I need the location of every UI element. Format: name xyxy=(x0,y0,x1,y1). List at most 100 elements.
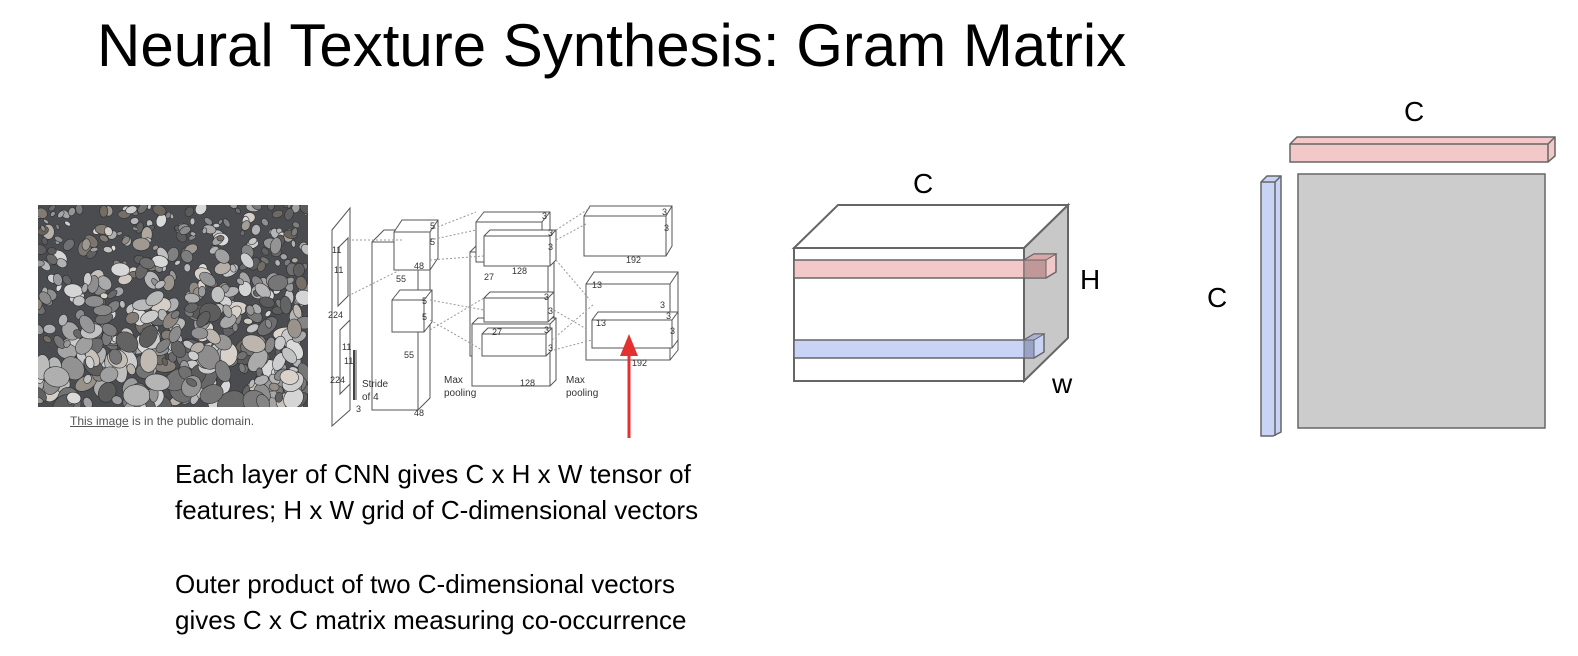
pebble xyxy=(81,283,89,293)
pebble xyxy=(270,237,282,255)
paragraph-line: gives C x C matrix measuring co-occurren… xyxy=(175,605,687,635)
pebble xyxy=(57,210,65,219)
pebble xyxy=(219,314,237,329)
pebble xyxy=(82,397,93,407)
pebble xyxy=(38,298,43,310)
pebble xyxy=(132,237,151,252)
pebble xyxy=(239,230,246,237)
pebble xyxy=(62,275,72,285)
feature-tensor-diagram xyxy=(791,202,1071,384)
cnn-label: Stride xyxy=(362,379,389,390)
explanation-paragraph-1: Each layer of CNN gives C x H x W tensor… xyxy=(175,456,698,528)
cnn-label: 128 xyxy=(512,266,527,276)
pebble xyxy=(38,207,48,219)
pebble xyxy=(240,252,254,269)
cnn-label: 128 xyxy=(520,378,535,388)
cnn-label: 3 xyxy=(670,326,675,336)
pebble xyxy=(140,310,159,324)
pebble xyxy=(125,311,140,325)
pebble xyxy=(111,395,123,405)
pebble xyxy=(203,217,213,226)
pebble xyxy=(38,291,52,305)
cnn-label: Max xyxy=(444,375,463,386)
pebble xyxy=(38,396,44,404)
gram-label-c-left: C xyxy=(1207,282,1228,313)
pebble xyxy=(151,255,169,268)
pebble xyxy=(174,260,181,266)
pebble xyxy=(271,209,284,219)
pebble xyxy=(53,335,66,349)
cnn-label: 3 xyxy=(548,242,553,252)
pebble xyxy=(107,289,118,299)
pebble xyxy=(119,300,126,309)
pebble xyxy=(292,304,302,319)
pebble xyxy=(55,223,60,230)
pebble xyxy=(248,379,255,389)
pebble xyxy=(236,351,248,360)
pebble xyxy=(201,227,208,235)
pebble xyxy=(79,315,96,334)
pebble xyxy=(251,224,261,236)
cnn-label: 3 xyxy=(544,325,549,335)
pebble xyxy=(186,378,198,387)
pebble xyxy=(274,392,284,403)
gram-matrix-square xyxy=(1297,173,1546,429)
pebble xyxy=(38,324,44,335)
pebble xyxy=(229,264,237,273)
cnn-label: 224 xyxy=(328,310,343,320)
pebble xyxy=(130,217,140,225)
pebble xyxy=(40,225,46,232)
tensor-label-h: H xyxy=(1080,264,1101,295)
pebble xyxy=(152,205,167,216)
cnn-label: 3 xyxy=(356,404,361,414)
pebble xyxy=(166,247,180,262)
pebble xyxy=(191,327,209,340)
pebble xyxy=(108,348,123,365)
pebble xyxy=(222,304,233,318)
pebble xyxy=(125,205,138,215)
pebble xyxy=(48,205,57,212)
image-credit-link[interactable]: This image xyxy=(70,414,129,428)
tensor-label-w: w xyxy=(1052,368,1073,399)
conv2-mid-block xyxy=(483,291,555,323)
gram-left-vector xyxy=(1260,175,1282,437)
pebble xyxy=(68,207,76,217)
pebble xyxy=(245,304,255,316)
cnn-label: Max xyxy=(566,375,585,386)
pebble xyxy=(198,286,206,298)
pebble xyxy=(241,334,266,353)
pebble xyxy=(43,219,49,224)
pebble xyxy=(254,282,271,299)
cnn-label: 192 xyxy=(626,255,641,265)
pebble xyxy=(283,387,304,407)
image-credit-text: is in the public domain. xyxy=(128,414,255,428)
paragraph-line: Each layer of CNN gives C x H x W tensor… xyxy=(175,459,691,489)
cnn-label: 3 xyxy=(664,223,669,233)
gram-label-c-top: C xyxy=(1404,96,1425,127)
cnn-label: 3 xyxy=(662,207,667,217)
cnn-label: of 4 xyxy=(362,392,379,403)
pebble xyxy=(81,238,91,251)
cnn-architecture-diagram: 11 11 11 11 224 224 3 Stride of 4 55 55 … xyxy=(328,205,679,428)
pebble xyxy=(267,274,289,291)
pebble xyxy=(132,226,139,231)
pebble xyxy=(259,296,275,308)
pebble xyxy=(256,394,270,407)
pebble xyxy=(229,205,238,209)
pebble xyxy=(42,335,52,343)
pebble xyxy=(168,326,182,343)
pebble xyxy=(196,311,211,328)
pebble xyxy=(101,323,118,337)
gram-matrix-diagram xyxy=(1260,136,1556,437)
cnn-label: 3 xyxy=(660,300,665,310)
pebble xyxy=(184,302,199,313)
pebble xyxy=(238,363,246,373)
pebble xyxy=(291,257,299,264)
pebble xyxy=(246,323,260,334)
image-credit: This image is in the public domain. xyxy=(70,414,254,428)
pebble xyxy=(189,217,196,226)
connection-lines xyxy=(347,207,595,351)
pebble xyxy=(145,290,164,307)
pebble xyxy=(152,244,159,251)
pebble xyxy=(121,236,130,245)
